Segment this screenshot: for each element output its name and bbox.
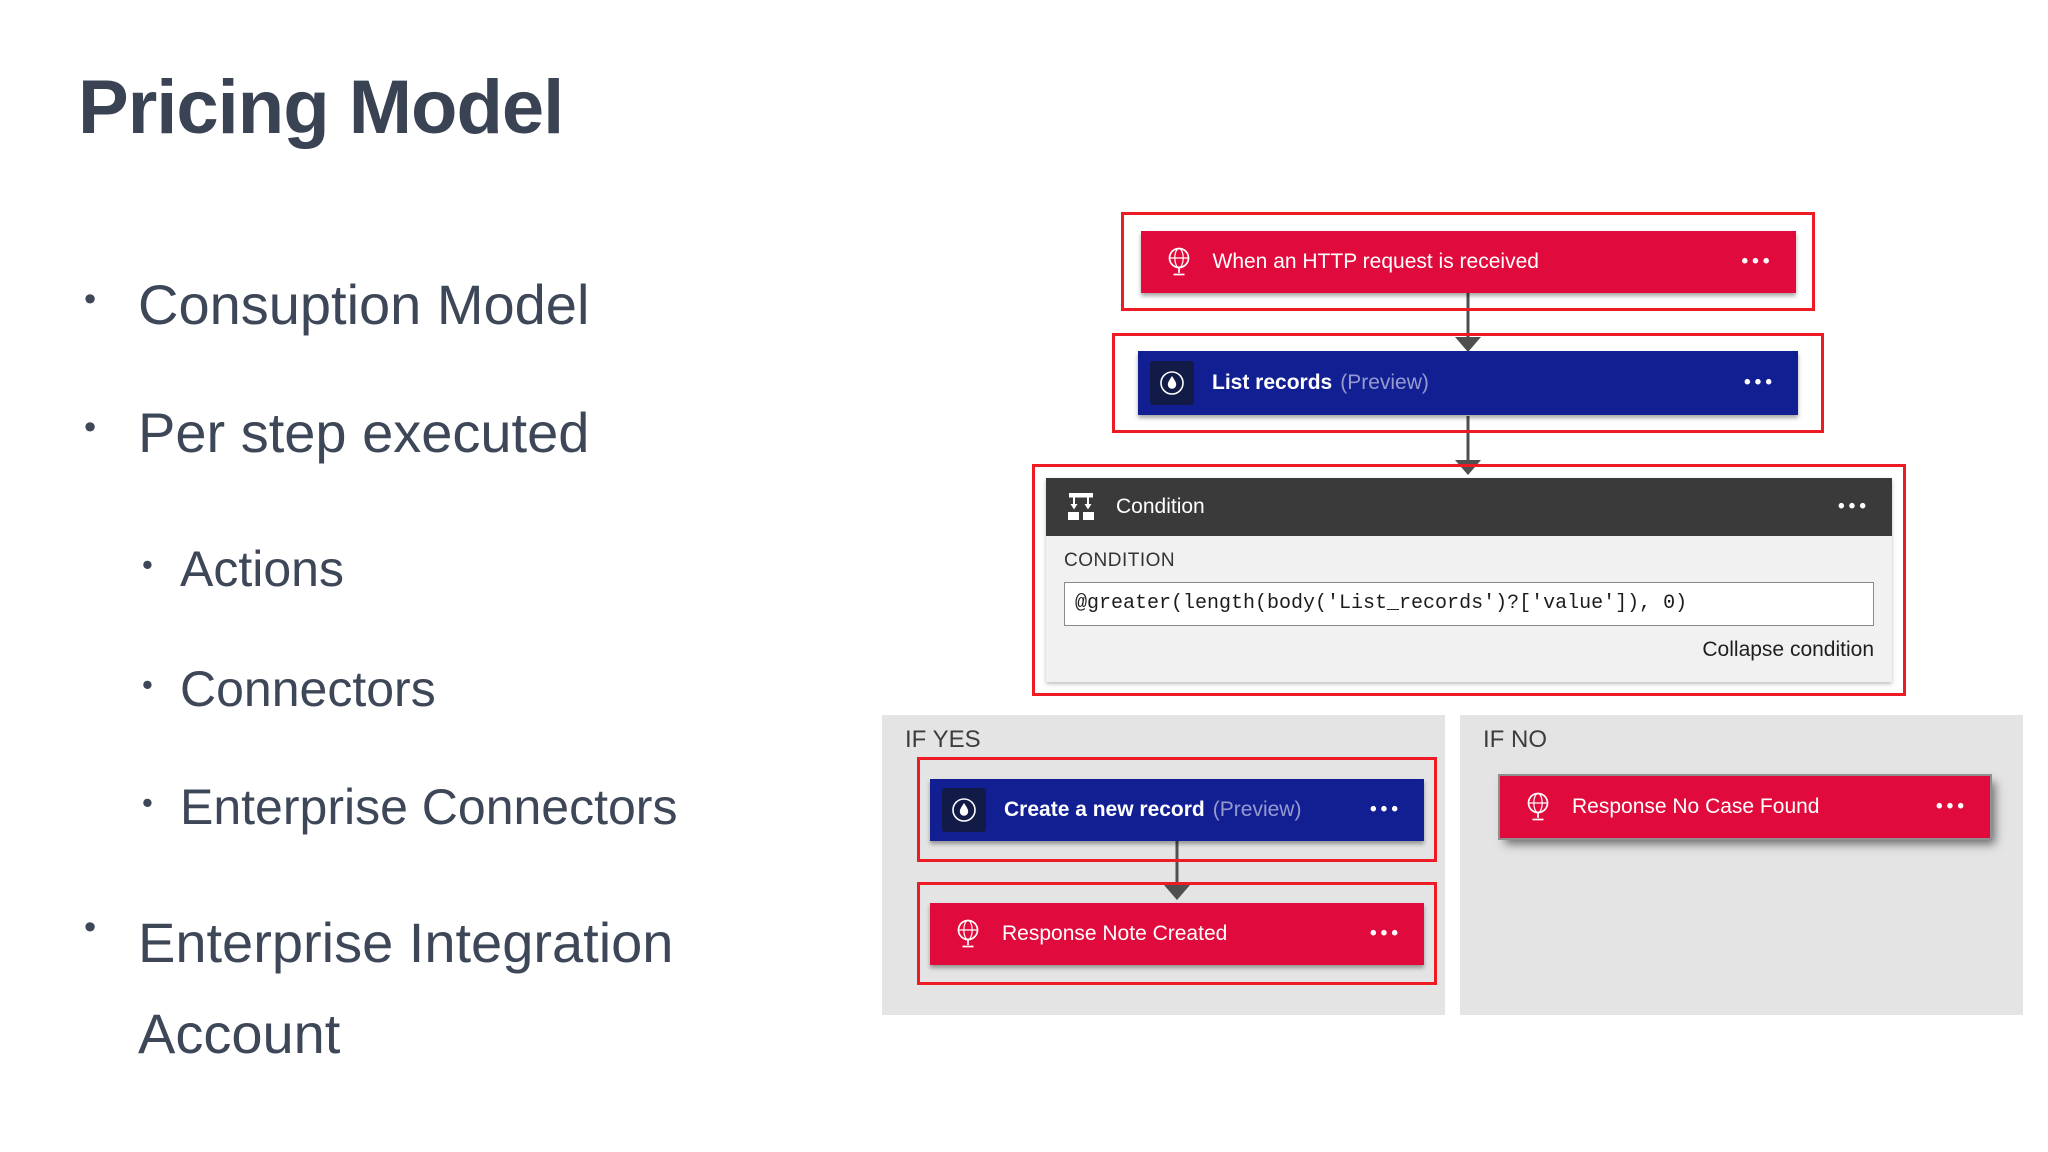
annotation-outline-create-record: Create a new record (Preview) ••• — [917, 757, 1437, 862]
step-title: Response No Case Found — [1572, 795, 1820, 818]
annotation-outline-response-note: Response Note Created ••• — [917, 882, 1437, 985]
bullet-item: • Per step executed — [84, 398, 589, 468]
globe-icon — [1163, 245, 1195, 279]
dynamics-icon — [1150, 361, 1194, 405]
bullet-dot-icon: • — [142, 667, 153, 703]
bullet-label: Consuption Model — [138, 273, 590, 336]
dynamics-icon — [942, 787, 986, 832]
globe-icon — [952, 917, 984, 951]
step-title: Response Note Created — [1002, 921, 1228, 945]
annotation-outline-condition — [1032, 464, 1906, 696]
bullet-item: • Actions — [142, 538, 344, 601]
ellipsis-menu-button[interactable]: ••• — [1936, 796, 1968, 817]
if-no-panel — [1460, 715, 2023, 1015]
ellipsis-menu-button[interactable]: ••• — [1744, 372, 1776, 393]
bullet-dot-icon: • — [142, 785, 153, 821]
step-title: Create a new record — [1004, 797, 1205, 821]
bullet-dot-icon: • — [84, 408, 97, 447]
condition-branch-icon — [1064, 491, 1098, 523]
response-note-step[interactable]: Response Note Created ••• — [930, 902, 1424, 965]
create-record-step[interactable]: Create a new record (Preview) ••• — [930, 778, 1424, 841]
if-yes-label: IF YES — [905, 726, 981, 753]
preview-tag: (Preview) — [1340, 371, 1429, 394]
condition-field-label: CONDITION — [1064, 550, 1176, 571]
globe-icon — [1522, 790, 1554, 824]
arrow-create-to-response — [1164, 841, 1190, 900]
collapse-condition-link[interactable]: Collapse condition — [1702, 638, 1874, 661]
ellipsis-menu-button[interactable]: ••• — [1741, 250, 1774, 272]
condition-header[interactable]: Condition ••• — [1046, 478, 1892, 536]
bullet-dot-icon: • — [142, 547, 153, 583]
annotation-outline-trigger: When an HTTP request is received ••• — [1121, 212, 1815, 311]
preview-tag: (Preview) — [1212, 797, 1302, 821]
condition-expression-input[interactable]: @greater(length(body('List_records')?['v… — [1064, 582, 1874, 626]
ellipsis-menu-button[interactable]: ••• — [1838, 496, 1870, 517]
bullet-item: • Connectors — [142, 658, 436, 721]
page-title: Pricing Model — [78, 65, 564, 150]
if-yes-panel — [882, 715, 1445, 1015]
annotation-outline-list-records: List records (Preview) ••• — [1112, 333, 1824, 433]
condition-card: Condition ••• CONDITION @greater(length(… — [1046, 478, 1892, 682]
arrow-list-to-condition — [1455, 416, 1481, 475]
bullet-item: • Consuption Model — [84, 270, 589, 340]
bullet-label: Per step executed — [138, 401, 590, 464]
ellipsis-menu-button[interactable]: ••• — [1370, 922, 1402, 944]
step-title: Condition — [1116, 495, 1205, 518]
ellipsis-menu-button[interactable]: ••• — [1370, 798, 1402, 820]
step-title: When an HTTP request is received — [1212, 249, 1539, 273]
bullet-dot-icon: • — [84, 280, 97, 319]
arrow-trigger-to-list — [1455, 293, 1481, 352]
if-no-label: IF NO — [1483, 726, 1547, 753]
list-records-step[interactable]: List records (Preview) ••• — [1138, 351, 1798, 415]
bullet-label: Connectors — [180, 661, 436, 717]
response-no-case-step[interactable]: Response No Case Found ••• — [1500, 776, 1990, 838]
bullet-item: • Enterprise Integration Account — [84, 898, 778, 1079]
bullet-label: Actions — [180, 541, 344, 597]
step-title: List records — [1212, 371, 1333, 394]
bullet-dot-icon: • — [84, 908, 97, 947]
bullet-label: Enterprise Connectors — [180, 779, 678, 835]
bullet-label: Enterprise Integration Account — [138, 911, 674, 1065]
condition-body: CONDITION @greater(length(body('List_rec… — [1046, 536, 1892, 682]
bullet-item: • Enterprise Connectors — [142, 776, 677, 839]
http-trigger-step[interactable]: When an HTTP request is received ••• — [1140, 230, 1796, 293]
